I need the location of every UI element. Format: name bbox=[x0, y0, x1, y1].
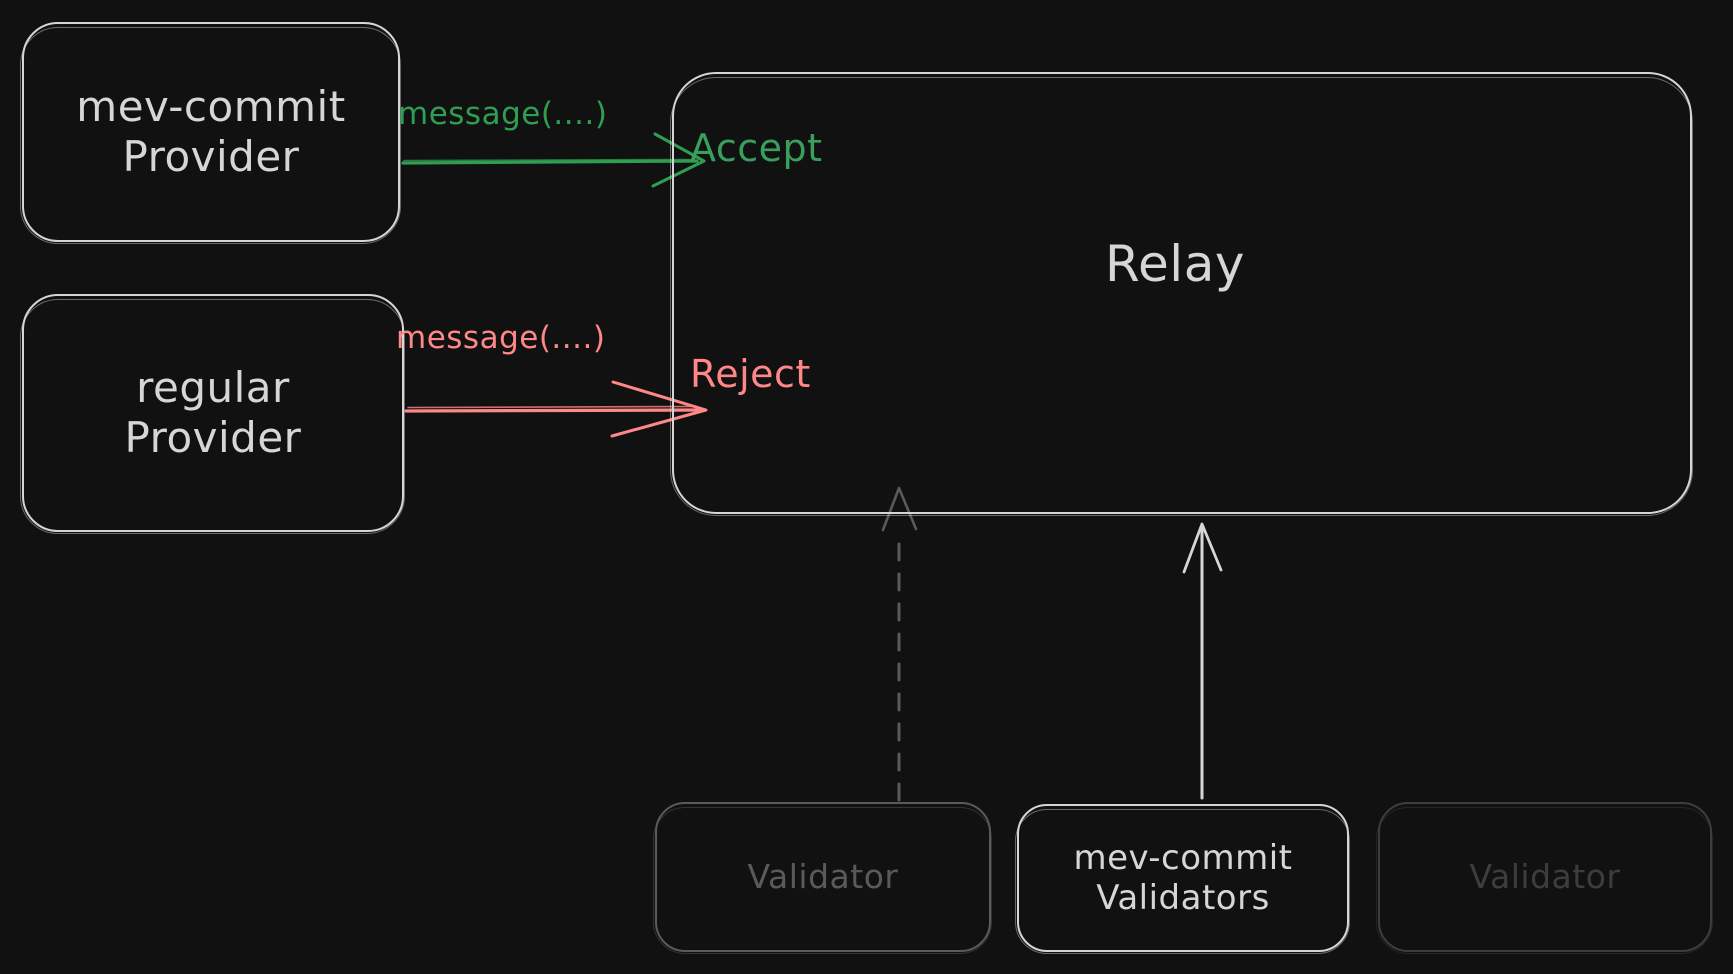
edge-label-message-reject: message(....) bbox=[396, 320, 606, 356]
node-regular-provider-label: regular Provider bbox=[124, 363, 302, 462]
node-mev-commit-provider[interactable]: mev-commit Provider bbox=[20, 22, 401, 244]
node-mev-commit-validators-label: mev-commit Validators bbox=[1073, 837, 1293, 918]
node-mev-commit-provider-label: mev-commit Provider bbox=[76, 82, 346, 181]
node-validator-left[interactable]: Validator bbox=[653, 802, 992, 954]
node-validator-right-label: Validator bbox=[1469, 856, 1621, 896]
node-mev-commit-validators[interactable]: mev-commit Validators bbox=[1015, 804, 1350, 954]
relay-title: Relay bbox=[1105, 235, 1245, 293]
node-regular-provider[interactable]: regular Provider bbox=[20, 294, 405, 534]
node-relay[interactable] bbox=[670, 72, 1693, 516]
reject-label: Reject bbox=[690, 352, 811, 396]
arrow-mev-commit-provider-to-relay bbox=[401, 132, 706, 188]
accept-label: Accept bbox=[690, 126, 823, 170]
arrow-mev-commit-validators-to-relay bbox=[1182, 522, 1223, 800]
node-validator-left-label: Validator bbox=[747, 856, 899, 896]
arrow-validator-left-to-relay bbox=[881, 486, 918, 802]
edge-label-message-accept: message(....) bbox=[398, 96, 608, 132]
node-validator-right[interactable]: Validator bbox=[1376, 802, 1713, 954]
arrow-regular-provider-to-relay bbox=[404, 380, 708, 438]
